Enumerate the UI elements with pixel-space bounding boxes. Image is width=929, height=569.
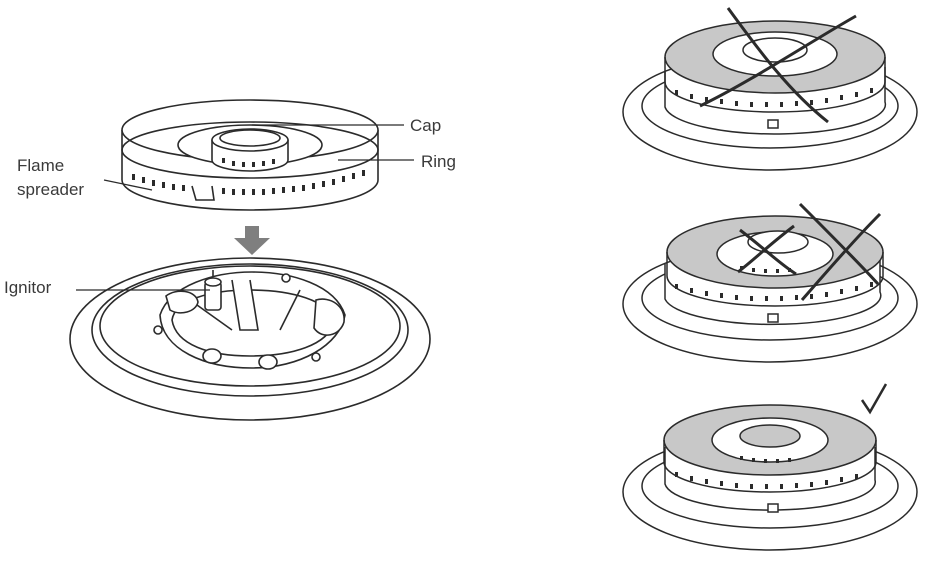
flame-spreader-label-line2: spreader: [17, 180, 85, 199]
exploded-burner: [69, 99, 431, 421]
variant-wrong-2: [622, 202, 918, 363]
cross-icon: [737, 202, 882, 301]
cross-icon: [699, 7, 857, 124]
leader-lines: [76, 124, 414, 291]
burner-cap: [211, 128, 289, 172]
check-icon: [860, 383, 888, 415]
variant-wrong-1: [622, 7, 918, 171]
ignitor-post: [204, 270, 222, 311]
assembly-variants: [622, 7, 918, 551]
down-arrow-icon: [234, 226, 270, 255]
ring-label: Ring: [421, 152, 456, 171]
flame-spreader-label-line1: Flame: [17, 156, 65, 175]
spreader-ports: [132, 170, 365, 195]
flame-spreader-leader-line: [103, 179, 153, 191]
burner-base: [69, 257, 431, 421]
variant-correct: [622, 383, 918, 551]
cap-label: Cap: [410, 116, 442, 135]
ignitor-label: Ignitor: [4, 278, 52, 297]
